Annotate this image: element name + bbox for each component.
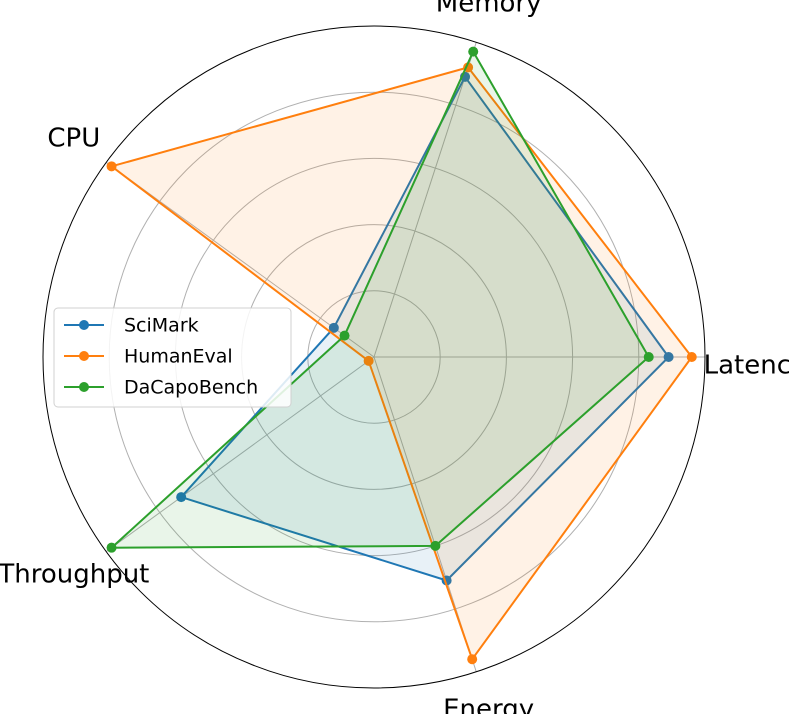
axis-label-throughput: Throughput: [0, 560, 149, 590]
legend-label-2: DaCapoBench: [124, 377, 258, 399]
series-fill-0: [181, 76, 669, 581]
axis-label-latency: Latency: [704, 351, 789, 381]
series-fill-2: [111, 51, 649, 548]
axis-label-memory: Memory: [436, 0, 542, 19]
legend-label-0: SciMark: [124, 315, 199, 337]
legend-label-1: HumanEval: [124, 346, 233, 368]
data-point-1-2: [106, 161, 117, 172]
legend-marker-2: [79, 382, 89, 392]
axis-label-cpu: CPU: [47, 123, 100, 153]
data-point-0-2: [328, 322, 339, 333]
data-point-1-4: [467, 654, 478, 665]
grid-spoke: [373, 42, 477, 358]
legend-box: [53, 307, 292, 408]
series-fill-1: [111, 67, 692, 660]
legend-marker-1: [79, 351, 89, 361]
outer-frame: [42, 25, 706, 689]
data-point-2-0: [643, 352, 654, 362]
series-line-0: [180, 75, 670, 582]
series-line-1: [110, 66, 693, 661]
data-point-0-3: [176, 492, 187, 503]
series-line-2: [110, 50, 650, 549]
data-point-0-0: [663, 352, 674, 362]
radar-series: [106, 46, 697, 665]
axis-label-energy: Energy: [443, 694, 534, 714]
data-point-1-0: [686, 352, 697, 362]
data-point-1-3: [363, 355, 374, 366]
data-point-2-2: [339, 330, 350, 341]
data-point-2-1: [468, 46, 479, 57]
data-point-2-3: [106, 542, 117, 553]
grid-spoke: [105, 356, 375, 552]
data-point-2-4: [430, 540, 441, 551]
legend-marker-0: [79, 320, 89, 330]
